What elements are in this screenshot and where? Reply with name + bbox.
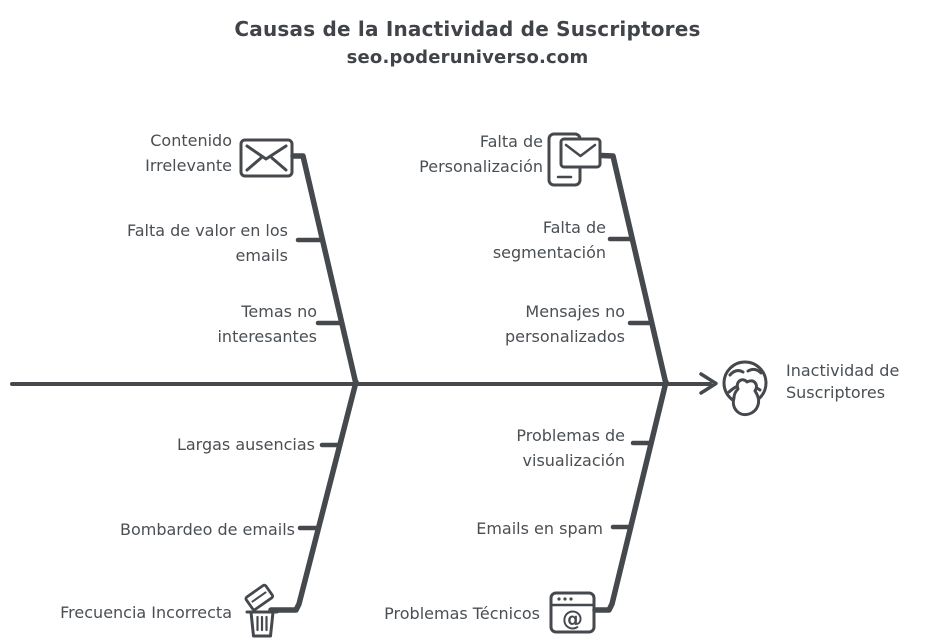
- branch-label-line: Personalización: [419, 157, 543, 176]
- cause-label-line: Falta de valor en los: [126, 221, 288, 240]
- branch-top-right-line: [587, 152, 669, 387]
- envelope-icon: [239, 138, 294, 178]
- arrowhead: [699, 372, 718, 395]
- branch-bottom-left-line: [268, 379, 359, 613]
- browser-at-icon: @: [549, 591, 596, 634]
- diagram-title-block: Causas de la Inactividad de Suscriptores…: [0, 14, 935, 72]
- branch-label-line: Irrelevante: [145, 156, 232, 175]
- cause-label-line: Falta de: [542, 218, 606, 237]
- cause-label-line: personalizados: [504, 327, 625, 346]
- branch-label-line: Contenido: [150, 131, 232, 150]
- cause-label-line: Emails en spam: [476, 519, 603, 538]
- cause-label: Problemas de visualización: [325, 423, 625, 473]
- cause-label-line: Mensajes no: [525, 302, 625, 321]
- cause-label: Temas no interesantes: [17, 299, 317, 349]
- branch-label-top-right: Falta de Personalización: [243, 129, 543, 179]
- page-subtitle: seo.poderuniverso.com: [346, 47, 589, 68]
- cause-label-line: Largas ausencias: [176, 435, 315, 454]
- effect-label-line: Suscriptores: [786, 383, 886, 402]
- cause-label: Largas ausencias: [15, 432, 315, 457]
- cause-label: Mensajes no personalizados: [325, 299, 625, 349]
- branch-label-line: Problemas Técnicos: [384, 604, 540, 623]
- branch-label-bottom-right: Problemas Técnicos: [240, 601, 540, 626]
- branch-bottom-right-line: [592, 379, 669, 613]
- phone-mail-icon: [547, 132, 602, 187]
- branch-label-top-left: Contenido Irrelevante: [0, 128, 232, 178]
- branch-top-left-line: [290, 153, 359, 387]
- cause-label-line: emails: [235, 246, 288, 265]
- branch-label-line: Falta de: [479, 132, 543, 151]
- effect-label-line: Inactividad de: [786, 361, 900, 380]
- cause-label-line: segmentación: [492, 243, 606, 262]
- cause-label: Emails en spam: [303, 516, 603, 541]
- yawning-face-icon: [722, 360, 768, 417]
- effect-label: Inactividad de Suscriptores: [786, 360, 950, 404]
- cause-label-line: Temas no: [241, 302, 317, 321]
- trash-icon: [244, 583, 279, 638]
- cause-label: Falta de segmentación: [306, 215, 606, 265]
- branch-label-bottom-left: Frecuencia Incorrecta: [0, 600, 232, 625]
- cause-label-line: Bombardeo de emails: [119, 520, 295, 539]
- branch-label-line: Frecuencia Incorrecta: [60, 603, 232, 622]
- cause-label-line: Problemas de: [516, 426, 625, 445]
- cause-label-line: visualización: [522, 451, 625, 470]
- page-title: Causas de la Inactividad de Suscriptores: [234, 17, 701, 41]
- at-symbol-glyph: @: [562, 607, 583, 631]
- cause-label: Falta de valor en los emails: [0, 218, 288, 268]
- cause-label: Bombardeo de emails: [0, 517, 295, 542]
- cause-label-line: interesantes: [217, 327, 317, 346]
